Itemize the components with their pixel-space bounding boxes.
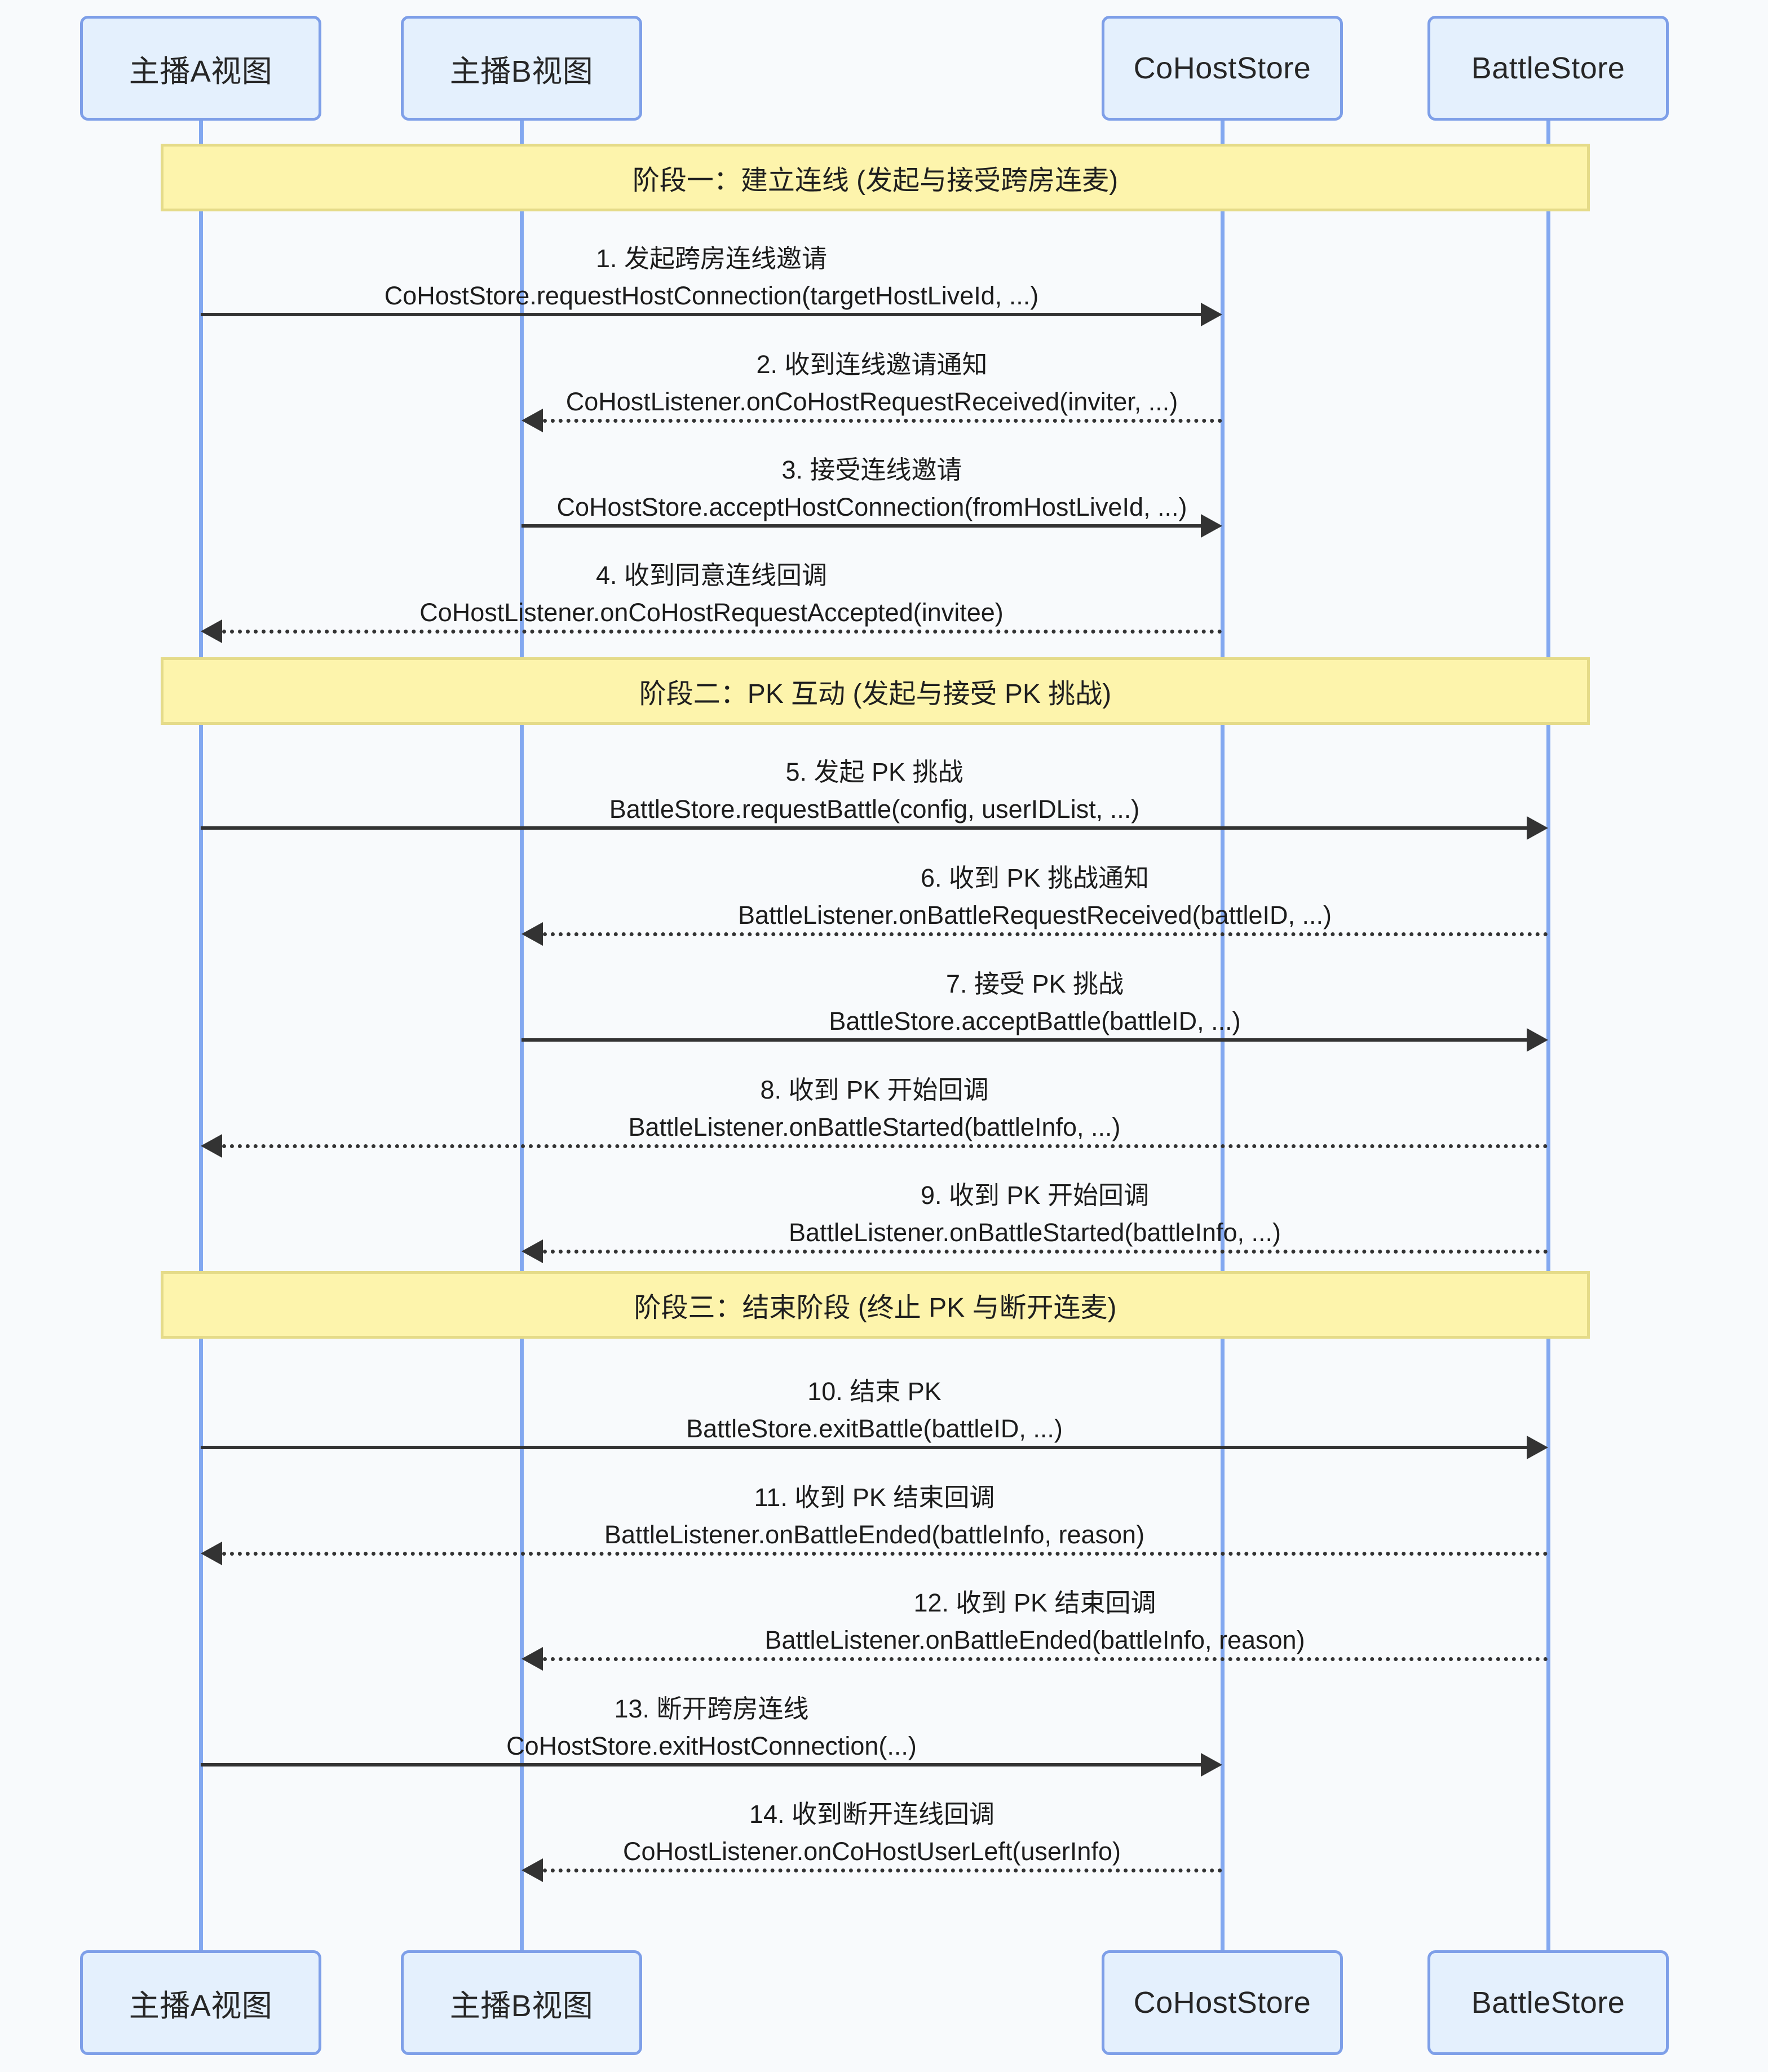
message-title-1: 1. 发起跨房连线邀请	[595, 244, 828, 273]
actor-box-top-cohoststore[interactable]: CoHostStore	[1102, 16, 1343, 121]
message-line-4	[222, 630, 1222, 634]
message-arrowhead-10	[1527, 1436, 1548, 1459]
message-line-2	[543, 419, 1222, 423]
message-arrowhead-11	[201, 1542, 222, 1565]
actor-box-bottom-cohoststore[interactable]: CoHostStore	[1102, 1950, 1343, 2055]
message-title-7: 7. 接受 PK 挑战	[945, 969, 1124, 998]
actor-label-cohoststore: CoHostStore	[1133, 51, 1311, 85]
message-line-10	[201, 1446, 1527, 1449]
message-title-5: 5. 发起 PK 挑战	[785, 758, 963, 786]
lifeline-hostA	[199, 121, 203, 1950]
message-line-9	[543, 1250, 1548, 1254]
message-line-3	[521, 524, 1201, 528]
message-api-2: CoHostListener.onCoHostRequestReceived(i…	[565, 387, 1178, 416]
actor-label-cohoststore: CoHostStore	[1133, 1986, 1311, 2020]
message-line-14	[543, 1869, 1222, 1872]
message-title-10: 10. 结束 PK	[807, 1377, 942, 1406]
message-arrowhead-7	[1527, 1028, 1548, 1052]
actor-box-top-hostB[interactable]: 主播B视图	[401, 16, 642, 121]
message-api-4: CoHostListener.onCoHostRequestAccepted(i…	[419, 598, 1004, 627]
message-arrowhead-9	[521, 1239, 543, 1263]
message-line-1	[201, 313, 1201, 316]
message-line-6	[543, 932, 1548, 936]
actor-label-battlestore: BattleStore	[1471, 51, 1625, 85]
lifeline-cohoststore	[1221, 121, 1225, 1950]
message-api-3: CoHostStore.acceptHostConnection(fromHos…	[556, 493, 1187, 521]
message-line-12	[543, 1657, 1548, 1661]
message-title-4: 4. 收到同意连线回调	[595, 561, 828, 590]
message-title-9: 9. 收到 PK 开始回调	[920, 1181, 1150, 1210]
actor-label-hostA: 主播A视图	[129, 54, 273, 88]
message-api-7: BattleStore.acceptBattle(battleID, ...)	[829, 1007, 1241, 1035]
message-arrowhead-13	[1201, 1753, 1222, 1777]
message-line-7	[521, 1038, 1527, 1042]
lifeline-battlestore	[1546, 121, 1550, 1950]
phase-banner-label: 阶段一：建立连线 (发起与接受跨房连麦)	[632, 166, 1119, 196]
phase-banner-1: 阶段一：建立连线 (发起与接受跨房连麦)	[161, 144, 1590, 211]
message-api-12: BattleListener.onBattleEnded(battleInfo,…	[764, 1626, 1305, 1654]
message-api-8: BattleListener.onBattleStarted(battleInf…	[628, 1113, 1121, 1141]
actor-box-top-hostA[interactable]: 主播A视图	[80, 16, 321, 121]
message-line-8	[222, 1144, 1548, 1148]
phase-banner-label: 阶段三：结束阶段 (终止 PK 与断开连麦)	[634, 1293, 1117, 1323]
message-api-1: CoHostStore.requestHostConnection(target…	[384, 281, 1039, 310]
message-arrowhead-1	[1201, 303, 1222, 326]
message-api-11: BattleListener.onBattleEnded(battleInfo,…	[604, 1520, 1145, 1549]
message-api-10: BattleStore.exitBattle(battleID, ...)	[686, 1414, 1063, 1443]
message-title-13: 13. 断开跨房连线	[614, 1694, 809, 1723]
message-title-3: 3. 接受连线邀请	[781, 455, 962, 484]
message-line-5	[201, 826, 1527, 830]
message-arrowhead-2	[521, 409, 543, 432]
message-title-2: 2. 收到连线邀请通知	[756, 350, 988, 379]
actor-box-top-battlestore[interactable]: BattleStore	[1427, 16, 1669, 121]
phase-banner-3: 阶段三：结束阶段 (终止 PK 与断开连麦)	[161, 1271, 1590, 1339]
actor-label-hostB: 主播B视图	[449, 54, 594, 88]
message-arrowhead-8	[201, 1134, 222, 1158]
actor-box-bottom-hostA[interactable]: 主播A视图	[80, 1950, 321, 2055]
message-title-6: 6. 收到 PK 挑战通知	[920, 864, 1150, 892]
message-api-6: BattleListener.onBattleRequestReceived(b…	[737, 901, 1332, 929]
message-arrowhead-4	[201, 619, 222, 643]
phase-banner-label: 阶段二：PK 互动 (发起与接受 PK 挑战)	[639, 679, 1112, 709]
message-arrowhead-14	[521, 1858, 543, 1882]
message-arrowhead-6	[521, 922, 543, 946]
actor-box-bottom-battlestore[interactable]: BattleStore	[1427, 1950, 1669, 2055]
message-api-9: BattleListener.onBattleStarted(battleInf…	[788, 1218, 1281, 1247]
actor-label-battlestore: BattleStore	[1471, 1986, 1625, 2020]
message-api-13: CoHostStore.exitHostConnection(...)	[506, 1732, 917, 1760]
message-title-14: 14. 收到断开连线回调	[749, 1800, 995, 1829]
message-title-8: 8. 收到 PK 开始回调	[760, 1075, 989, 1104]
actor-box-bottom-hostB[interactable]: 主播B视图	[401, 1950, 642, 2055]
actor-label-hostB: 主播B视图	[449, 1989, 594, 2023]
message-arrowhead-12	[521, 1647, 543, 1671]
message-arrowhead-5	[1527, 816, 1548, 840]
message-api-5: BattleStore.requestBattle(config, userID…	[609, 795, 1140, 824]
message-title-12: 12. 收到 PK 结束回调	[913, 1588, 1156, 1617]
message-api-14: CoHostListener.onCoHostUserLeft(userInfo…	[623, 1837, 1121, 1866]
message-line-13	[201, 1763, 1201, 1766]
message-line-11	[222, 1552, 1548, 1556]
message-title-11: 11. 收到 PK 结束回调	[754, 1483, 995, 1512]
actor-label-hostA: 主播A视图	[129, 1989, 273, 2023]
message-arrowhead-3	[1201, 514, 1222, 538]
lifeline-hostB	[520, 121, 524, 1950]
phase-banner-2: 阶段二：PK 互动 (发起与接受 PK 挑战)	[161, 657, 1590, 725]
